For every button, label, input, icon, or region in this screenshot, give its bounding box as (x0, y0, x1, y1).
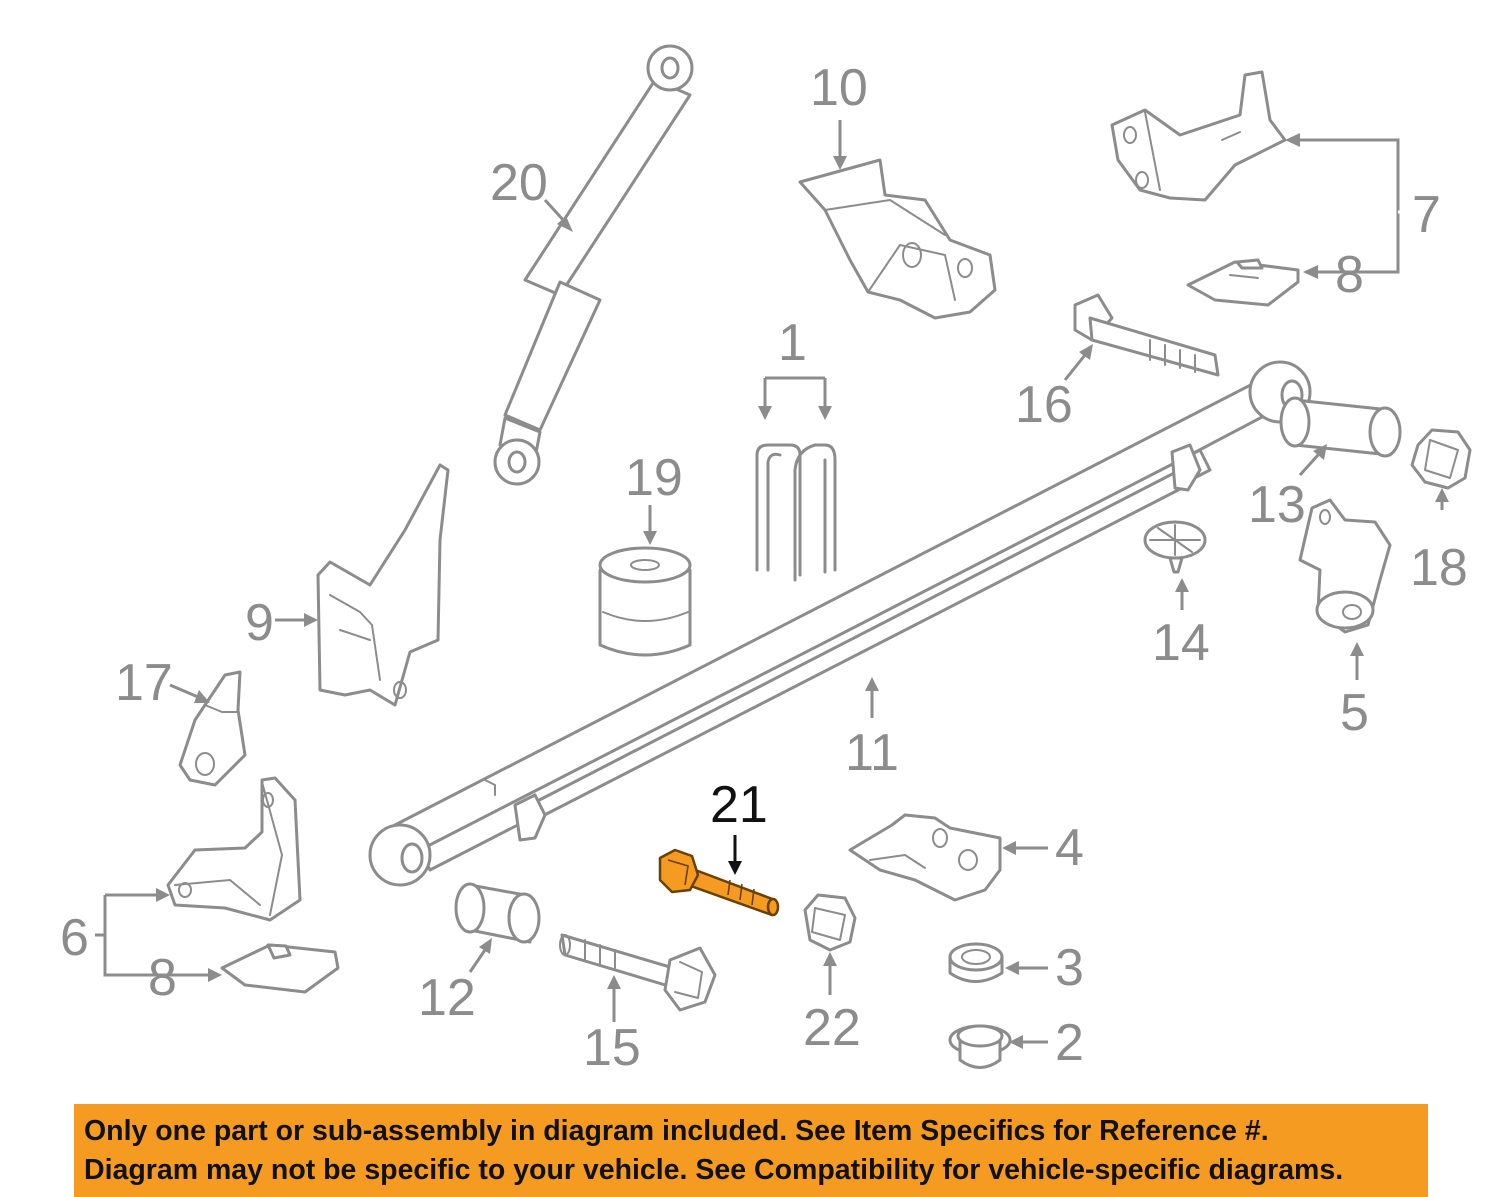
bolt-part-16[interactable] (1073, 293, 1220, 377)
label-15: 15 (583, 1019, 641, 1077)
bushing-part-12[interactable] (454, 882, 541, 944)
label-16: 16 (1015, 376, 1073, 434)
label-6: 6 (60, 909, 89, 967)
label-3: 3 (1055, 939, 1084, 997)
hanger-part-9[interactable] (316, 463, 450, 707)
disclaimer-line-2: Diagram may not be specific to your vehi… (84, 1154, 1344, 1186)
shackle-link-part-17[interactable] (178, 670, 247, 787)
label-7: 7 (1412, 186, 1441, 244)
front-hanger-part-6[interactable] (166, 776, 302, 922)
callout-leaders (95, 120, 1449, 1049)
label-13: 13 (1248, 476, 1306, 534)
jounce-bumper-part-19[interactable] (598, 546, 692, 657)
hanger-bracket-part-7[interactable] (1110, 70, 1287, 202)
leaf-spring-part-11[interactable] (368, 360, 1312, 887)
label-9: 9 (245, 594, 274, 652)
spring-seat-part-4[interactable] (848, 813, 1002, 902)
bushing-part-13[interactable] (1279, 396, 1402, 458)
label-17: 17 (115, 654, 173, 712)
bracket-part-10[interactable] (798, 158, 997, 320)
spacer-plate-part-8-top[interactable] (1186, 258, 1300, 307)
label-21: 21 (710, 776, 768, 834)
label-5: 5 (1340, 684, 1369, 742)
u-bolt-part-1[interactable] (755, 443, 837, 582)
cap-part-14[interactable] (1143, 520, 1207, 574)
nut-part-2[interactable] (948, 1024, 1012, 1069)
spacer-plate-part-8-bottom[interactable] (220, 943, 340, 994)
bolt-part-15[interactable] (559, 933, 717, 1012)
label-12: 12 (418, 969, 476, 1027)
label-14: 14 (1152, 614, 1210, 672)
shackle-part-5[interactable] (1298, 498, 1392, 634)
label-10: 10 (810, 59, 868, 117)
label-1: 1 (778, 314, 807, 372)
callout-labels: 1 2 3 4 5 6 7 8 8 9 10 11 12 13 14 15 16… (60, 59, 1468, 1077)
label-8-bottom: 8 (148, 949, 177, 1007)
label-11: 11 (845, 724, 899, 782)
nut-part-22[interactable] (803, 893, 857, 952)
parts-diagram: 1 2 3 4 5 6 7 8 8 9 10 11 12 13 14 15 16… (60, 44, 1472, 1077)
bolt-part-21-highlighted[interactable] (658, 848, 780, 917)
shock-absorber-part-20[interactable] (493, 44, 694, 486)
label-19: 19 (625, 449, 683, 507)
disclaimer-banner: Only one part or sub-assembly in diagram… (74, 1104, 1428, 1197)
label-22: 22 (803, 999, 861, 1057)
label-8-top: 8 (1335, 246, 1364, 304)
nut-part-18[interactable] (1410, 428, 1472, 490)
label-18: 18 (1410, 539, 1468, 597)
label-20: 20 (490, 154, 548, 212)
label-2: 2 (1055, 1014, 1084, 1072)
washer-part-3[interactable] (948, 942, 1004, 983)
label-4: 4 (1055, 819, 1084, 877)
disclaimer-line-1: Only one part or sub-assembly in diagram… (84, 1115, 1269, 1147)
